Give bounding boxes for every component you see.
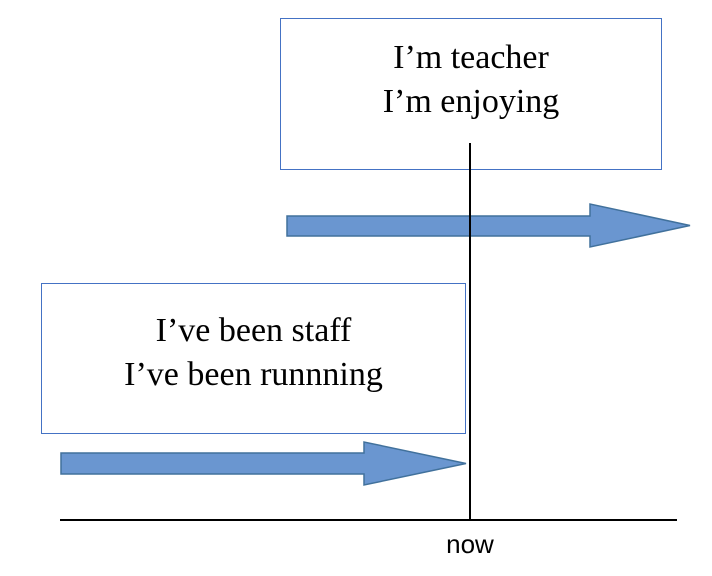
present-perfect-arrow (60, 441, 467, 486)
now-label: now (446, 529, 494, 559)
present-box: I’m teacher I’m enjoying (280, 18, 662, 170)
present-box-line-2: I’m enjoying (382, 83, 560, 120)
present-perfect-box-line-1: I’ve been staff (155, 311, 352, 349)
present-continuous-arrow (286, 203, 691, 248)
present-perfect-box: I’ve been staff I’ve been runnning (41, 283, 466, 434)
present-perfect-box-line-2: I’ve been runnning (124, 355, 383, 393)
present-box-line-1: I’m teacher (393, 39, 549, 76)
